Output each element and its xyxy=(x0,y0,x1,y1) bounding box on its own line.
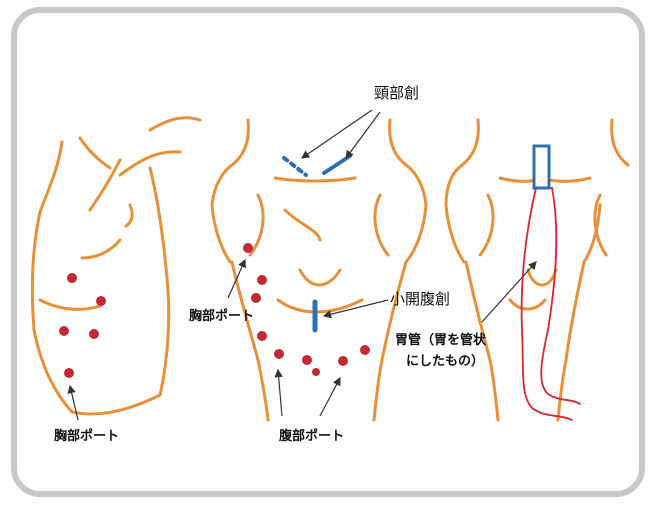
small-laparotomy-label: 小開腹創 xyxy=(390,290,450,308)
port-marker xyxy=(96,296,106,306)
neck-wound-label: 頸部創 xyxy=(374,84,419,102)
gastric-tube-label-line1: 胃管（胃を管状 xyxy=(395,332,487,348)
chest-port-label-left: 胸部ポート xyxy=(54,428,119,444)
gastric-tube-top xyxy=(534,146,549,188)
port-marker xyxy=(302,355,312,365)
port-marker xyxy=(360,345,370,355)
port-marker xyxy=(257,275,267,285)
port-marker xyxy=(312,368,320,376)
port-marker xyxy=(64,368,74,378)
port-marker xyxy=(257,331,267,341)
port-marker xyxy=(274,349,284,359)
port-marker xyxy=(89,329,99,339)
abdominal-port-label: 腹部ポート xyxy=(279,428,344,444)
port-marker xyxy=(338,356,348,366)
gastric-tube-label-line2: にしたもの） xyxy=(406,353,484,369)
port-marker xyxy=(243,243,253,253)
port-marker xyxy=(251,293,261,303)
port-marker xyxy=(59,326,69,336)
port-marker xyxy=(67,273,77,283)
chest-port-label-center: 胸部ポート xyxy=(189,308,254,324)
